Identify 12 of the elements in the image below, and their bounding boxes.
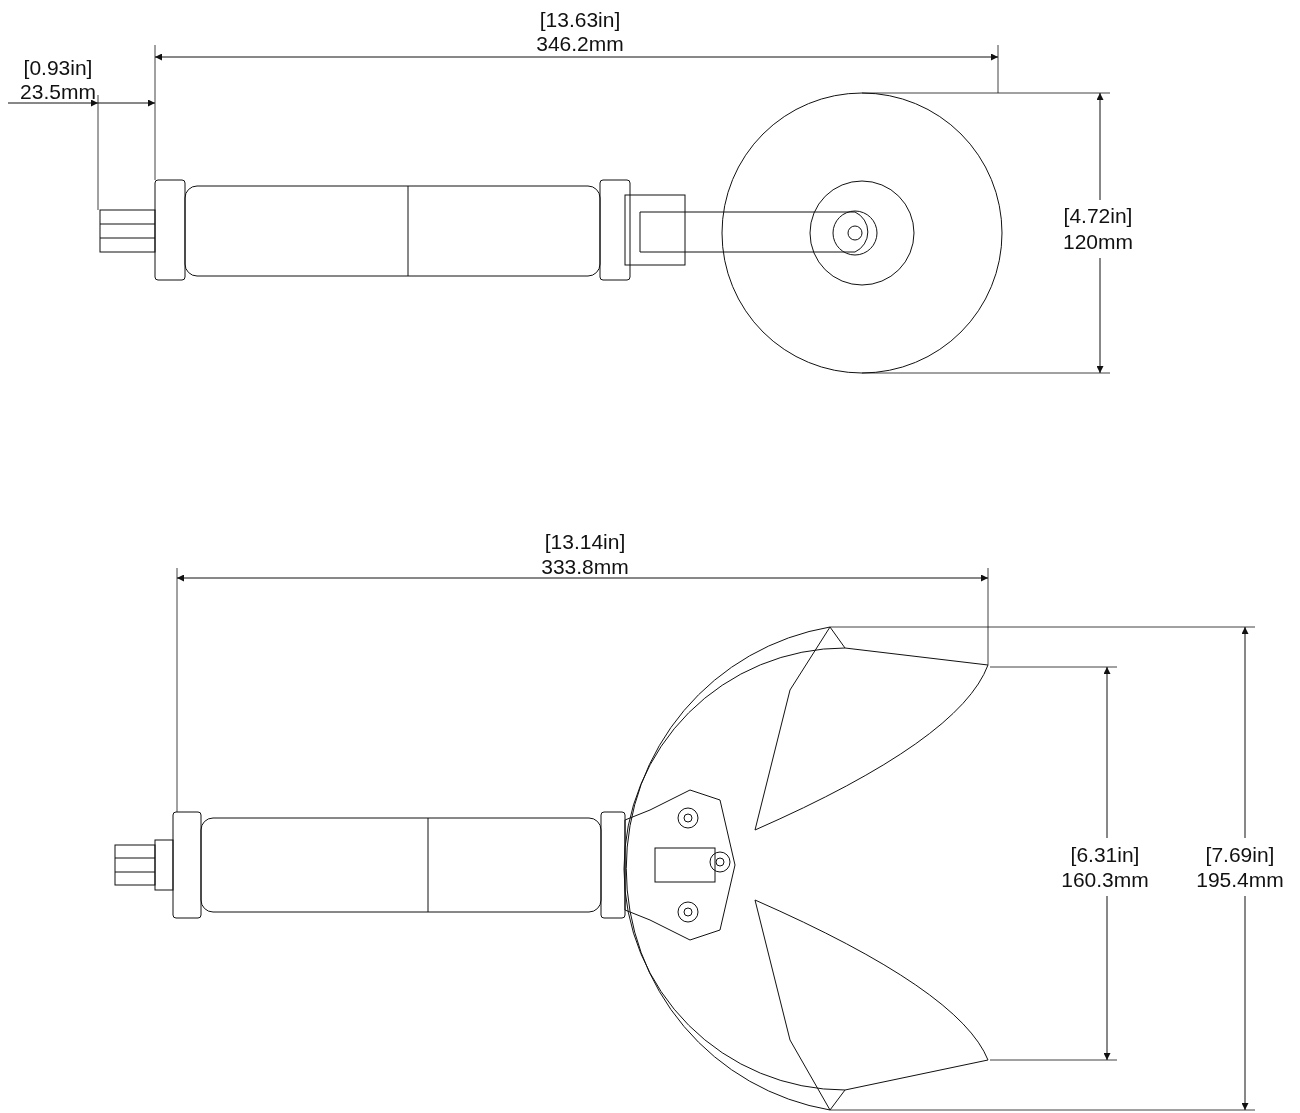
dimension-label: 346.2mm xyxy=(536,32,624,56)
dimension-label: 195.4mm xyxy=(1196,868,1284,892)
dimension-label: [7.69in] xyxy=(1205,843,1275,867)
dimension-label: [4.72in] xyxy=(1063,204,1133,228)
dimension-label: [13.14in] xyxy=(544,530,626,554)
dimension-label: 23.5mm xyxy=(20,80,96,104)
dimension-label: 120mm xyxy=(1063,230,1133,254)
dimension-label: 333.8mm xyxy=(541,555,629,579)
dimension-label: [13.63in] xyxy=(539,8,621,32)
dimension-label: [0.93in] xyxy=(23,56,93,80)
dimension-label: 160.3mm xyxy=(1061,868,1149,892)
dimension-label: [6.31in] xyxy=(1070,843,1140,867)
